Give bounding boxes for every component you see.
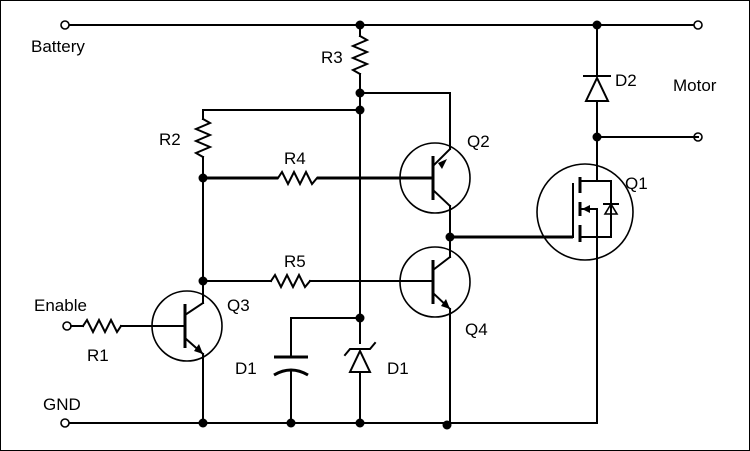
gnd-terminal	[60, 418, 70, 428]
r2-label: R2	[159, 130, 181, 149]
transistor-q4	[399, 246, 471, 318]
diode-d2	[583, 24, 611, 138]
gnd-label: GND	[43, 395, 81, 414]
d1-capacitor-label: D1	[235, 359, 257, 378]
zener-diode-d1	[343, 341, 377, 373]
capacitor-d1	[273, 317, 361, 424]
enable-label: Enable	[34, 296, 87, 315]
q3-label: Q3	[227, 296, 250, 315]
d1-zener-label: D1	[387, 359, 409, 378]
r1-label: R1	[87, 346, 109, 365]
q4-label: Q4	[465, 320, 488, 339]
enable-terminal	[62, 321, 72, 331]
battery-terminal	[60, 20, 70, 30]
resistor-r3	[350, 24, 370, 94]
motor-terminal-top	[693, 20, 703, 30]
d2-label: D2	[615, 71, 637, 90]
r5-label: R5	[284, 252, 306, 271]
mosfet-q1	[536, 136, 634, 261]
junction-dots	[198, 20, 602, 430]
resistor-r1	[70, 317, 186, 335]
q2-label: Q2	[467, 132, 490, 151]
r4-label: R4	[284, 149, 306, 168]
resistor-r5	[202, 272, 434, 290]
motor-label: Motor	[673, 76, 717, 95]
resistor-r2	[193, 109, 213, 179]
r3-label: R3	[321, 48, 343, 67]
battery-label: Battery	[31, 37, 85, 56]
resistor-r4	[203, 169, 433, 187]
transistor-q2	[399, 142, 471, 214]
q1-label: Q1	[625, 174, 648, 193]
